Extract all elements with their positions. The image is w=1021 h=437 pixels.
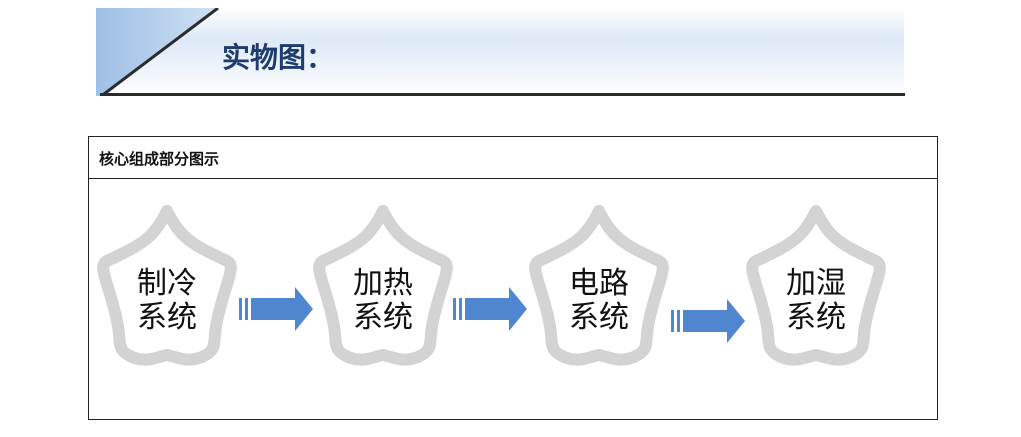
star-shape-4 [746, 205, 886, 366]
step-3-line2: 系统 [569, 300, 629, 335]
step-1-line1: 制冷 [137, 266, 197, 301]
step-4-line1: 加湿 [786, 266, 846, 301]
star-shape-1 [97, 205, 237, 366]
step-label-2: 加热 系统 [323, 267, 443, 335]
panel-title: 核心组成部分图示 [99, 150, 220, 168]
flow-arrow-3 [671, 299, 745, 343]
process-flow [97, 205, 886, 366]
flow-arrow-1 [239, 287, 313, 331]
star-shape-3 [529, 205, 669, 366]
step-1-line2: 系统 [137, 300, 197, 335]
step-4-line2: 系统 [786, 300, 846, 335]
step-label-4: 加湿 系统 [756, 267, 876, 335]
title-banner: 实物图： [96, 8, 904, 96]
step-3-line1: 电路 [569, 266, 629, 301]
banner-swoosh [96, 8, 219, 96]
step-label-1: 制冷 系统 [107, 267, 227, 335]
step-label-3: 电路 系统 [539, 267, 659, 335]
flow-arrow-2 [453, 287, 527, 331]
panel-header: 核心组成部分图示 [89, 137, 937, 179]
component-panel: 核心组成部分图示 [88, 136, 938, 420]
star-shape-2 [313, 205, 453, 366]
step-2-line2: 系统 [353, 300, 413, 335]
title-underline [100, 93, 905, 96]
page-title: 实物图： [222, 41, 335, 74]
step-2-line1: 加热 [353, 266, 413, 301]
